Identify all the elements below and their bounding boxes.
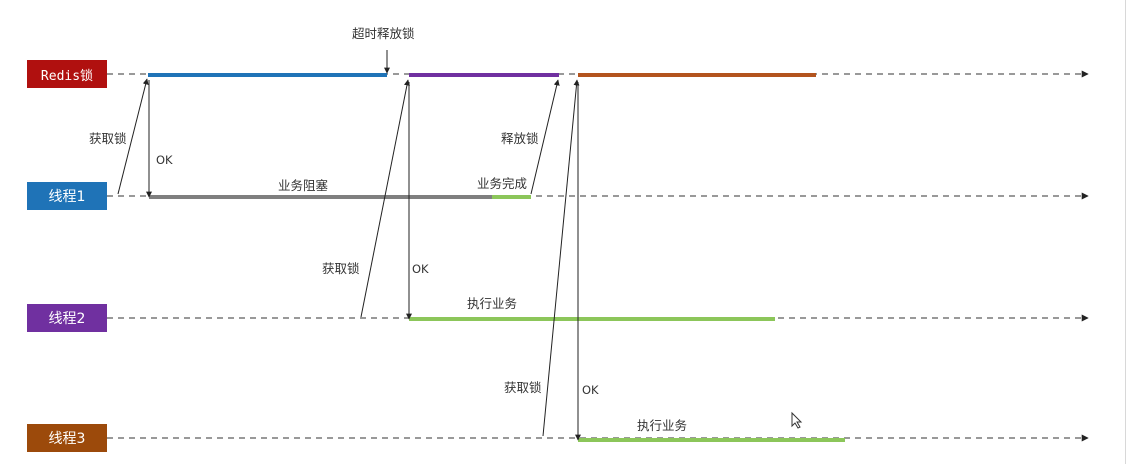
thread2-ok-note: OK — [412, 262, 429, 276]
redis-lock-label: Redis锁 — [27, 60, 107, 88]
mouse-cursor-icon — [791, 411, 803, 429]
thread3-acquire-arrow — [542, 79, 580, 437]
thread3-acquire-note: 获取锁 — [504, 380, 542, 395]
thread3-ok-note: OK — [582, 383, 599, 397]
thread1-release-arrow — [530, 79, 560, 195]
thread2-label: 线程2 — [27, 304, 107, 332]
thread3-exec-note: 执行业务 — [637, 418, 688, 433]
thread1-acquire-arrow — [117, 78, 149, 195]
thread2-exec-note: 执行业务 — [467, 296, 518, 311]
thread1-acquire-note: 获取锁 — [89, 131, 127, 146]
thread2-acquire-note: 获取锁 — [322, 261, 360, 276]
thread2-acquire-arrow — [360, 79, 410, 318]
thread1-blocked-note: 业务阻塞 — [278, 178, 329, 193]
timeout-release-note: 超时释放锁 — [352, 26, 415, 41]
thread1-ok-note: OK — [156, 153, 173, 167]
release-lock-note: 释放锁 — [501, 131, 539, 146]
right-border-divider — [1125, 0, 1126, 464]
thread1-done-note: 业务完成 — [477, 176, 528, 191]
thread1-label: 线程1 — [27, 182, 107, 210]
thread3-label: 线程3 — [27, 424, 107, 452]
